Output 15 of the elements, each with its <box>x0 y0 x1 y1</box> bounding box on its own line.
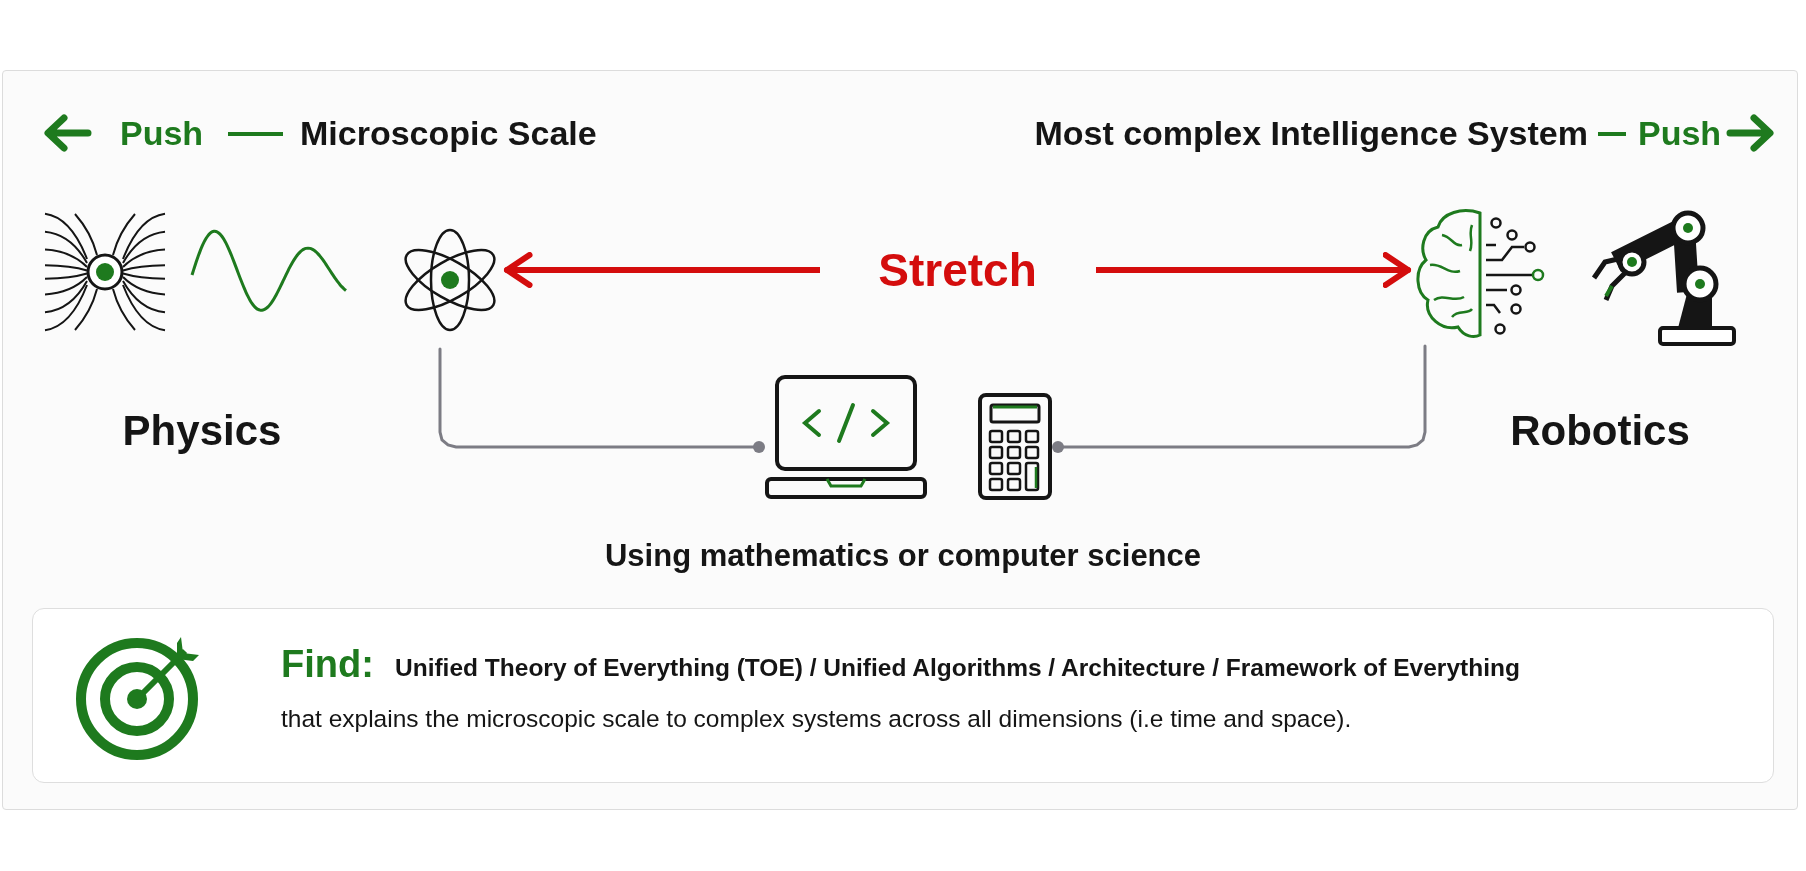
method-caption: Using mathematics or computer science <box>604 540 1202 571</box>
laptop-code-icon <box>765 375 927 500</box>
heading: Find: <box>281 645 374 683</box>
push-label: Push <box>1638 116 1722 150</box>
field-label: Robotics <box>1510 410 1690 452</box>
connector-line <box>438 347 765 453</box>
goal-text: Unified Theory of Everything (TOE) / Unified Algorithms / Architecture / Framework of Everything <box>395 656 1520 681</box>
connector-line <box>1052 344 1427 453</box>
goal-card <box>32 608 1774 783</box>
scale-label: Most complex Intelligence System <box>1034 116 1588 150</box>
field-label: Physics <box>122 410 282 452</box>
scale-label: Microscopic Scale <box>300 116 597 150</box>
push-label: Push <box>120 116 204 150</box>
calculator-icon <box>978 393 1052 500</box>
description-text: that explains the microscopic scale to complex systems across all dimensions (i.e time and space). <box>281 707 1352 732</box>
